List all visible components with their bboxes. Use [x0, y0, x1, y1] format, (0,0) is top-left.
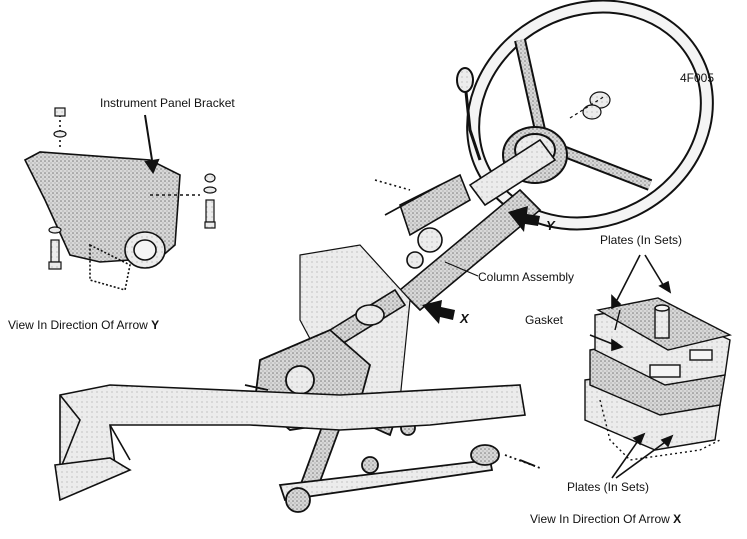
view-y-prefix: View In Direction Of Arrow	[8, 318, 148, 332]
plates-top-label: Plates (In Sets)	[600, 233, 683, 247]
view-x-prefix: View In Direction Of Arrow	[530, 512, 670, 526]
gear-shift-lever	[456, 67, 482, 161]
frame-rail	[54, 384, 526, 502]
gasket-label: Gasket	[525, 313, 564, 327]
direction-arrow-x	[422, 300, 455, 324]
view-x-caption: View In Direction Of Arrow X	[530, 512, 681, 526]
column-assembly	[374, 138, 557, 312]
instrument-panel-bracket	[23, 110, 200, 292]
plates-bottom-label: Plates (In Sets)	[567, 480, 650, 494]
shim-plates-stack	[584, 297, 732, 461]
instrument-panel-bracket-label: Instrument Panel Bracket	[100, 96, 235, 110]
bracket-leader	[144, 114, 160, 175]
arrow-x-letter: X	[460, 311, 469, 326]
view-x-letter: X	[673, 512, 682, 526]
figure-id: 4F005	[680, 71, 715, 85]
bracket-fasteners	[48, 107, 217, 270]
direction-arrow-y	[508, 206, 540, 232]
arrow-y-letter: Y	[546, 218, 555, 233]
view-y-caption: View In Direction Of Arrow Y	[8, 318, 159, 332]
horn-spring-parts	[569, 91, 611, 120]
plates-leaders	[589, 254, 674, 479]
column-assembly-label: Column Assembly	[478, 270, 575, 284]
view-y-letter: Y	[151, 318, 160, 332]
column-assembly-leader	[444, 261, 479, 277]
